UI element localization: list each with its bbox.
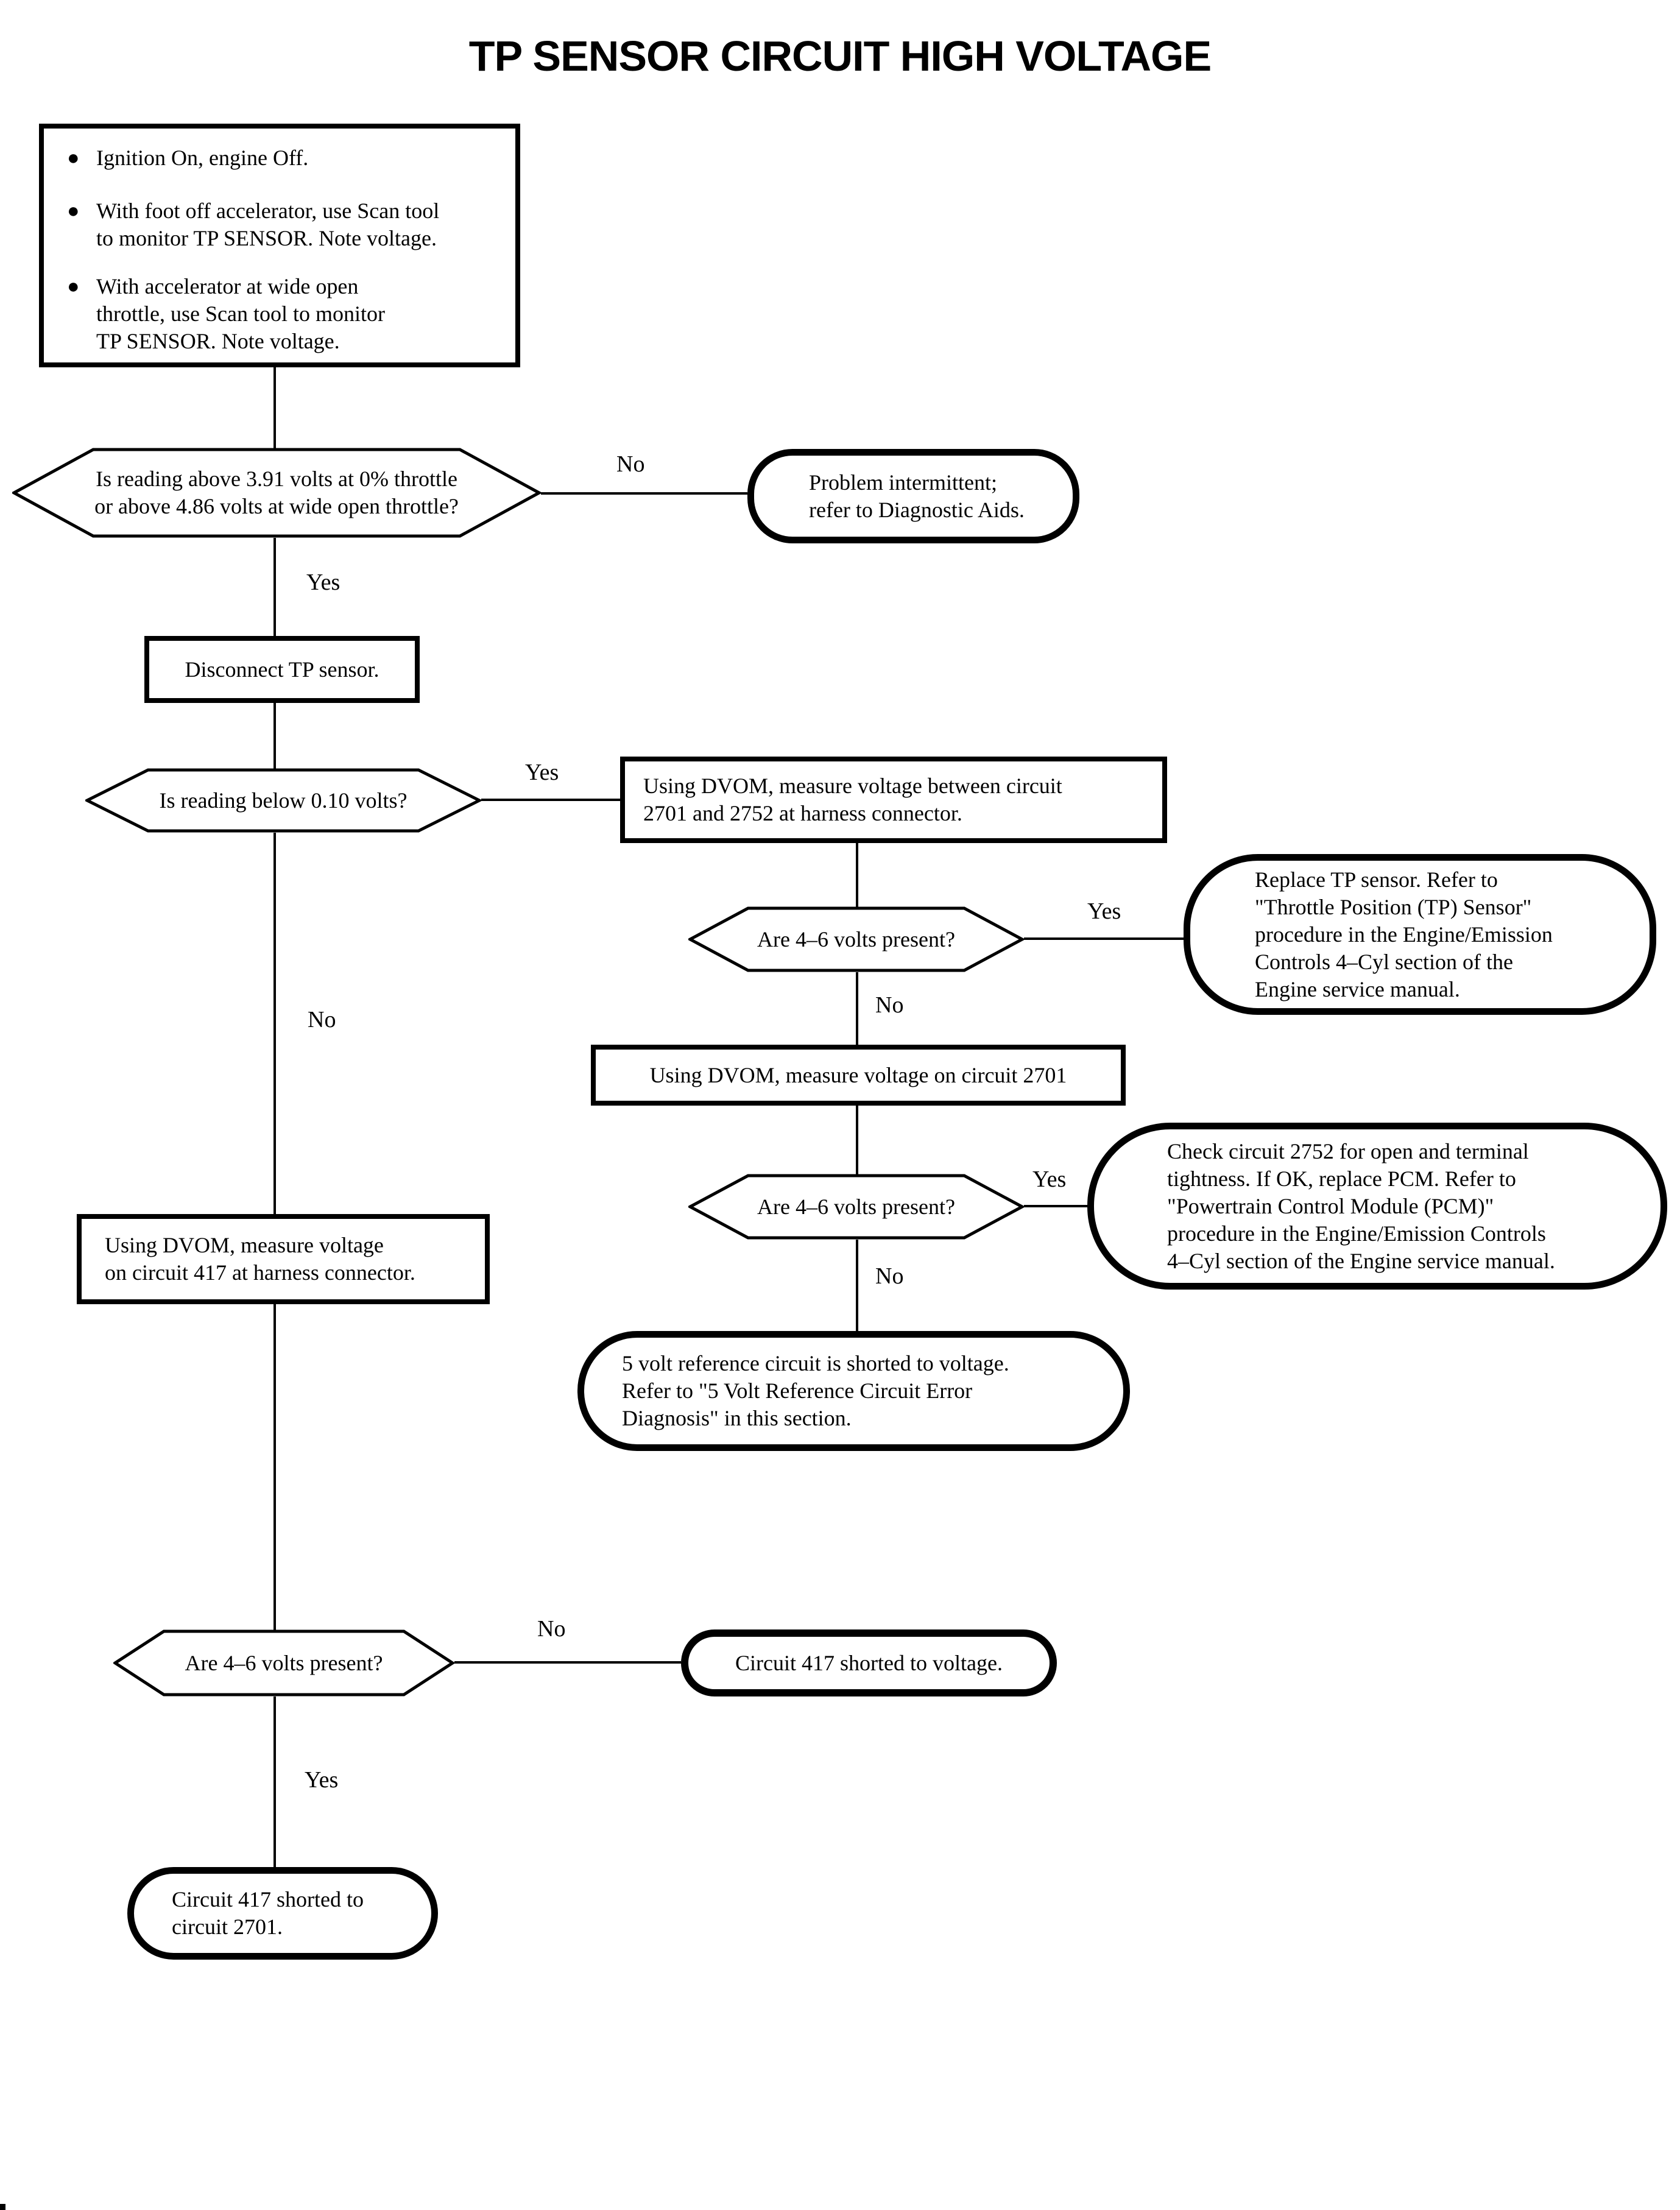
start-instructions-box: ● Ignition On, engine Off. ● With foot o… [39,124,520,367]
process-disconnect-tp-sensor: Disconnect TP sensor. [144,636,420,703]
connector-decision5-yes [274,1696,276,1868]
branch-label-no-2: No [308,1007,336,1033]
terminal-417-shorted-voltage: Circuit 417 shorted to voltage. [681,1629,1057,1696]
connector-decision4-no [856,1240,858,1332]
connector-measure-to-decision3 [856,843,858,908]
connector-start-to-decision1 [274,367,276,449]
branch-label-yes-2: Yes [525,760,559,785]
terminal-text: 5 volt reference circuit is shorted to v… [622,1351,1009,1430]
decision-text: Are 4–6 volts present? [185,1650,383,1675]
scan-artifact [0,2204,5,2210]
connector-decision3-yes [1024,937,1184,940]
decision-reading-above: Is reading above 3.91 volts at 0% thrott… [12,448,541,538]
process-text: Using DVOM, measure voltage on circuit 2… [649,1062,1067,1087]
hexagon-shape [12,448,541,538]
connector-decision3-no [856,972,858,1046]
connector-decision1-yes [274,538,276,636]
connector-decision2-yes [481,799,620,801]
decision-4-6-volts-1: Are 4–6 volts present? [688,906,1024,972]
bullet-icon: ● [67,275,80,298]
instruction-item: ● With accelerator at wide open throttle… [67,273,504,355]
terminal-417-shorted-2701: Circuit 417 shorted to circuit 2701. [127,1867,438,1960]
terminal-check-2752-pcm: Check circuit 2752 for open and terminal… [1087,1123,1667,1290]
terminal-text: Check circuit 2752 for open and terminal… [1167,1139,1555,1273]
branch-label-yes-1: Yes [306,570,341,595]
branch-label-no-1: No [616,451,645,477]
branch-label-no-4: No [875,1263,904,1289]
connector-measure417-to-decision5 [274,1304,276,1631]
terminal-text: Circuit 417 shorted to circuit 2701. [172,1887,364,1939]
hexagon-shape [85,768,481,833]
branch-label-no-3: No [875,992,904,1018]
process-text: Using DVOM, measure voltage on circuit 4… [105,1233,415,1285]
page-title: TP SENSOR CIRCUIT HIGH VOLTAGE [468,32,1212,80]
decision-text: Is reading above 3.91 volts at 0% thrott… [94,467,459,518]
terminal-text: Problem intermittent; refer to Diagnosti… [809,470,1025,522]
bullet-icon: ● [67,200,80,222]
decision-4-6-volts-2: Are 4–6 volts present? [688,1174,1024,1240]
branch-label-yes-4: Yes [1032,1167,1067,1192]
connector-measure2701-to-decision4 [856,1106,858,1175]
instruction-text: With accelerator at wide open throttle, … [96,274,385,353]
connector-decision1-no [541,492,747,495]
terminal-text: Replace TP sensor. Refer to "Throttle Po… [1255,867,1553,1001]
decision-reading-below-010: Is reading below 0.10 volts? [85,768,481,833]
connector-decision2-no [274,833,276,1215]
branch-label-no-5: No [537,1616,566,1642]
process-text: Using DVOM, measure voltage between circ… [643,774,1062,825]
terminal-replace-tp-sensor: Replace TP sensor. Refer to "Throttle Po… [1184,854,1656,1015]
process-text: Disconnect TP sensor. [185,657,379,682]
instruction-item: ● Ignition On, engine Off. [67,144,504,172]
instruction-item: ● With foot off accelerator, use Scan to… [67,197,504,252]
hexagon-shape [688,1174,1024,1240]
decision-text: Are 4–6 volts present? [757,927,955,951]
instruction-text: Ignition On, engine Off. [96,146,309,170]
hexagon-shape [688,906,1024,972]
process-measure-2701-2752: Using DVOM, measure voltage between circ… [620,757,1167,843]
branch-label-yes-5: Yes [305,1767,339,1793]
decision-4-6-volts-3: Are 4–6 volts present? [113,1629,454,1696]
terminal-problem-intermittent: Problem intermittent; refer to Diagnosti… [747,449,1079,543]
bullet-icon: ● [67,147,80,169]
connector-decision5-no [454,1661,681,1664]
connector-decision4-yes [1024,1205,1089,1207]
hexagon-shape [113,1629,454,1696]
connector-disconnect-to-decision2 [274,703,276,769]
terminal-5v-reference-shorted: 5 volt reference circuit is shorted to v… [577,1331,1130,1451]
branch-label-yes-3: Yes [1087,898,1121,924]
process-measure-circuit-2701: Using DVOM, measure voltage on circuit 2… [591,1045,1126,1106]
instruction-text: With foot off accelerator, use Scan tool… [96,199,440,250]
process-measure-circuit-417: Using DVOM, measure voltage on circuit 4… [77,1214,490,1304]
terminal-text: Circuit 417 shorted to voltage. [735,1650,1003,1675]
decision-text: Is reading below 0.10 volts? [159,788,408,813]
decision-text: Are 4–6 volts present? [757,1194,955,1219]
